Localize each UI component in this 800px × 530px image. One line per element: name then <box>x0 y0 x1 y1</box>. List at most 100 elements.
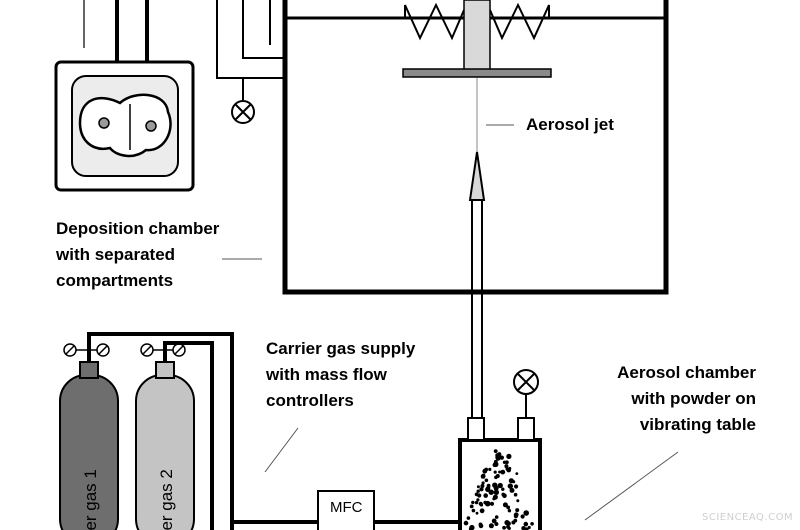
powder-particle <box>476 498 480 502</box>
powder-particle <box>493 489 499 495</box>
powder-particle <box>513 512 519 518</box>
powder-particle <box>502 460 507 464</box>
powder-particle <box>505 460 509 465</box>
powder-particle <box>471 508 476 513</box>
powder-particle <box>466 516 471 520</box>
powder-particle <box>494 475 498 480</box>
gas-cylinder-2 <box>135 361 195 530</box>
powder-particle <box>511 520 516 525</box>
substrate-holder <box>402 68 552 78</box>
aerosol-chamber-line-1: Aerosol chamber <box>617 363 756 382</box>
powder-particle <box>507 526 511 530</box>
powder-particle <box>484 467 489 472</box>
powder-particle <box>479 503 484 507</box>
powder-particle <box>491 518 497 524</box>
powder-particle <box>476 489 480 493</box>
powder-particle <box>493 470 497 474</box>
powder-particle <box>494 515 499 519</box>
carrier-gas-line-3: controllers <box>266 391 354 410</box>
powder-particle <box>478 523 484 529</box>
deposition-chamber-line-2: with separated <box>56 245 176 264</box>
powder-particle <box>504 464 509 469</box>
jet-nozzle-tube <box>468 151 486 420</box>
powder-particle <box>513 492 518 497</box>
powder-particles <box>463 449 534 530</box>
aerosol-chamber-leader <box>584 451 679 521</box>
aerosol-jet-label: Aerosol jet <box>526 115 614 134</box>
powder-particle <box>516 499 520 503</box>
powder-particle <box>492 482 498 488</box>
powder-particle <box>468 527 473 530</box>
deposition-chamber-line-3: compartments <box>56 271 174 290</box>
powder-particle <box>506 521 511 526</box>
powder-particle <box>477 493 482 498</box>
vacuum-line <box>216 0 285 100</box>
powder-particle <box>502 493 507 499</box>
gas-1-label: rier gas 1 <box>81 469 100 530</box>
powder-particle <box>474 500 479 505</box>
gas-cylinder-1 <box>59 361 119 530</box>
powder-particle <box>493 459 498 464</box>
powder-particle <box>502 502 508 508</box>
powder-particle <box>506 467 512 473</box>
powder-particle <box>499 455 504 460</box>
deposition-chamber-line-1: Deposition chamber <box>56 219 220 238</box>
aerosol-chamber-line-2: with powder on <box>631 389 756 408</box>
mfc-label: MFC <box>330 499 363 516</box>
powder-particle <box>481 481 485 485</box>
substrate-rod <box>463 0 491 71</box>
powder-particle <box>483 493 489 498</box>
vacuum-pump <box>54 0 195 192</box>
carrier-gas-line-1: Carrier gas supply <box>266 339 416 358</box>
vacuum-valve-icon <box>231 100 255 124</box>
powder-particle <box>476 485 480 489</box>
powder-particle <box>489 501 495 506</box>
powder-particle <box>523 510 529 516</box>
powder-particle <box>494 522 499 526</box>
powder-particle <box>509 487 515 493</box>
powder-particle <box>469 504 474 509</box>
aerosol-valve-icon <box>513 369 539 395</box>
powder-particle <box>492 497 496 501</box>
gauge-icon <box>63 343 186 357</box>
powder-particle <box>530 522 534 526</box>
powder-particle <box>488 523 494 529</box>
powder-particle <box>515 508 520 513</box>
powder-particle <box>479 487 484 492</box>
deposition-chamber-label: Deposition chamber with separated compar… <box>56 216 219 294</box>
heater-coil <box>404 2 550 41</box>
powder-particle <box>520 514 525 519</box>
mfc-box <box>232 490 460 530</box>
powder-particle <box>479 508 485 514</box>
gas-supply-lines <box>76 332 234 530</box>
carrier-gas-line-2: with mass flow <box>266 365 387 384</box>
powder-particle <box>488 467 492 471</box>
aerosol-chamber <box>458 395 542 530</box>
powder-particle <box>481 473 486 478</box>
powder-particle <box>493 449 498 453</box>
watermark: SCIENCEAQ.COM <box>702 512 794 523</box>
powder-particle <box>506 455 510 459</box>
powder-particle <box>507 483 513 489</box>
carrier-gas-supply-label: Carrier gas supply with mass flow contro… <box>266 336 415 414</box>
powder-particle <box>502 525 506 530</box>
powder-particle <box>497 482 503 489</box>
powder-particle <box>483 500 488 505</box>
aerosol-chamber-line-3: vibrating table <box>639 415 756 434</box>
powder-particle <box>511 480 516 484</box>
powder-particle <box>524 527 529 530</box>
gas-2-label: rier gas 2 <box>157 469 176 530</box>
powder-particle <box>485 486 491 492</box>
powder-particle <box>523 521 529 527</box>
powder-particle <box>500 469 506 475</box>
powder-particle <box>527 525 531 530</box>
powder-particle <box>475 511 479 515</box>
powder-particle <box>498 470 502 474</box>
powder-particle <box>515 472 519 475</box>
powder-particle <box>480 484 485 488</box>
powder-particle <box>463 520 469 526</box>
powder-particle <box>514 484 519 489</box>
powder-particle <box>501 487 505 491</box>
carrier-gas-leader <box>264 427 299 473</box>
